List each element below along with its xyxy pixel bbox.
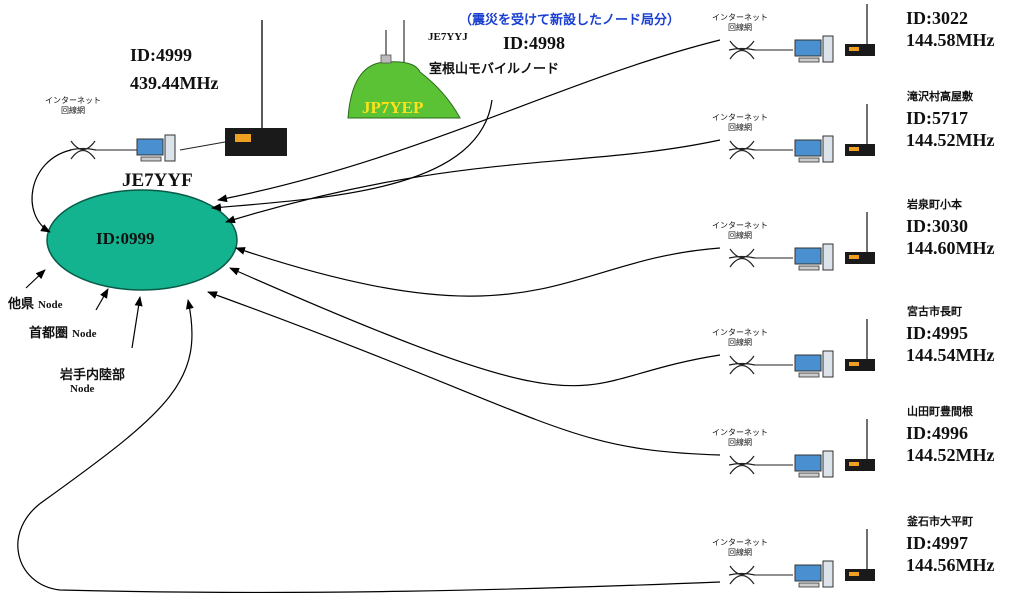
hub-node-id: ID:0999 bbox=[96, 229, 155, 248]
computer-icon bbox=[794, 35, 834, 63]
mountain-callsign: JP7YEP bbox=[362, 98, 424, 117]
left-internet-label: インターネット回線網 bbox=[45, 96, 101, 115]
computer-icon bbox=[794, 450, 834, 478]
radio-transceiver-icon bbox=[844, 103, 876, 157]
node-link-arrow bbox=[225, 139, 721, 224]
mountain-small-callsign: JE7YYJ bbox=[428, 31, 468, 43]
internet-label: インターネット回線網 bbox=[712, 538, 768, 557]
node-place-label: 山田町豊間根 bbox=[907, 405, 973, 418]
external-node-inland: 岩手内陸部 Node bbox=[60, 368, 126, 395]
node-link-arrow bbox=[217, 39, 721, 203]
internet-icon bbox=[728, 455, 756, 475]
internet-label: インターネット回線網 bbox=[712, 221, 768, 240]
radio-transceiver-icon bbox=[844, 418, 876, 472]
node-id: ID:4996 bbox=[906, 423, 968, 443]
radio-transceiver-icon bbox=[844, 3, 876, 57]
new-nodes-note: （震災を受けて新設したノード局分） bbox=[459, 13, 681, 28]
right-node-links bbox=[207, 3, 876, 588]
radio-transceiver-icon bbox=[844, 318, 876, 372]
node-place-label: 宮古市長町 bbox=[907, 305, 962, 318]
internet-label: インターネット回線網 bbox=[712, 428, 768, 447]
computer-icon bbox=[794, 135, 834, 163]
node-link-arrow bbox=[235, 247, 721, 297]
node-link-arrow bbox=[207, 291, 721, 456]
node-frequency: 144.52MHz bbox=[906, 130, 995, 150]
node-frequency: 144.58MHz bbox=[906, 30, 995, 50]
mountain-shape bbox=[347, 61, 461, 119]
internet-icon bbox=[728, 40, 756, 60]
node-place-label: 岩泉町小本 bbox=[907, 198, 962, 211]
internet-label: インターネット回線網 bbox=[712, 113, 768, 132]
computer-icon bbox=[794, 350, 834, 378]
left-station-callsign: JE7YYF bbox=[122, 170, 193, 191]
node-link-arrow bbox=[229, 267, 721, 387]
node-frequency: 144.56MHz bbox=[906, 555, 995, 575]
internet-label: インターネット回線網 bbox=[712, 13, 768, 32]
node-id: ID:4997 bbox=[906, 533, 968, 553]
internet-label: インターネット回線網 bbox=[712, 328, 768, 347]
left-station-frequency: 439.44MHz bbox=[130, 73, 219, 93]
computer-icon bbox=[794, 243, 834, 271]
internet-icon bbox=[728, 565, 756, 585]
node-frequency: 144.54MHz bbox=[906, 345, 995, 365]
radio-transceiver-icon bbox=[844, 211, 876, 265]
left-station-id: ID:4999 bbox=[130, 45, 192, 65]
node-id: ID:5717 bbox=[906, 108, 968, 128]
node-frequency: 144.52MHz bbox=[906, 445, 995, 465]
node-frequency: 144.60MHz bbox=[906, 238, 995, 258]
internet-icon bbox=[728, 248, 756, 268]
mountain-node-id: ID:4998 bbox=[503, 33, 565, 53]
left-computer-icon bbox=[136, 134, 176, 162]
computer-icon bbox=[794, 560, 834, 588]
left-internet-icon bbox=[69, 140, 97, 160]
radio-transceiver-icon bbox=[844, 528, 876, 582]
node-place-label: 釜石市大平町 bbox=[907, 515, 973, 528]
node-id: ID:4995 bbox=[906, 323, 968, 343]
node-place-label: 滝沢村高屋敷 bbox=[907, 90, 973, 103]
node-id: ID:3030 bbox=[906, 216, 968, 236]
internet-icon bbox=[728, 140, 756, 160]
mountain-node-name: 室根山モバイルノード bbox=[429, 62, 560, 77]
node-id: ID:3022 bbox=[906, 8, 968, 28]
internet-icon bbox=[728, 355, 756, 375]
hub-node-ellipse bbox=[46, 189, 238, 291]
